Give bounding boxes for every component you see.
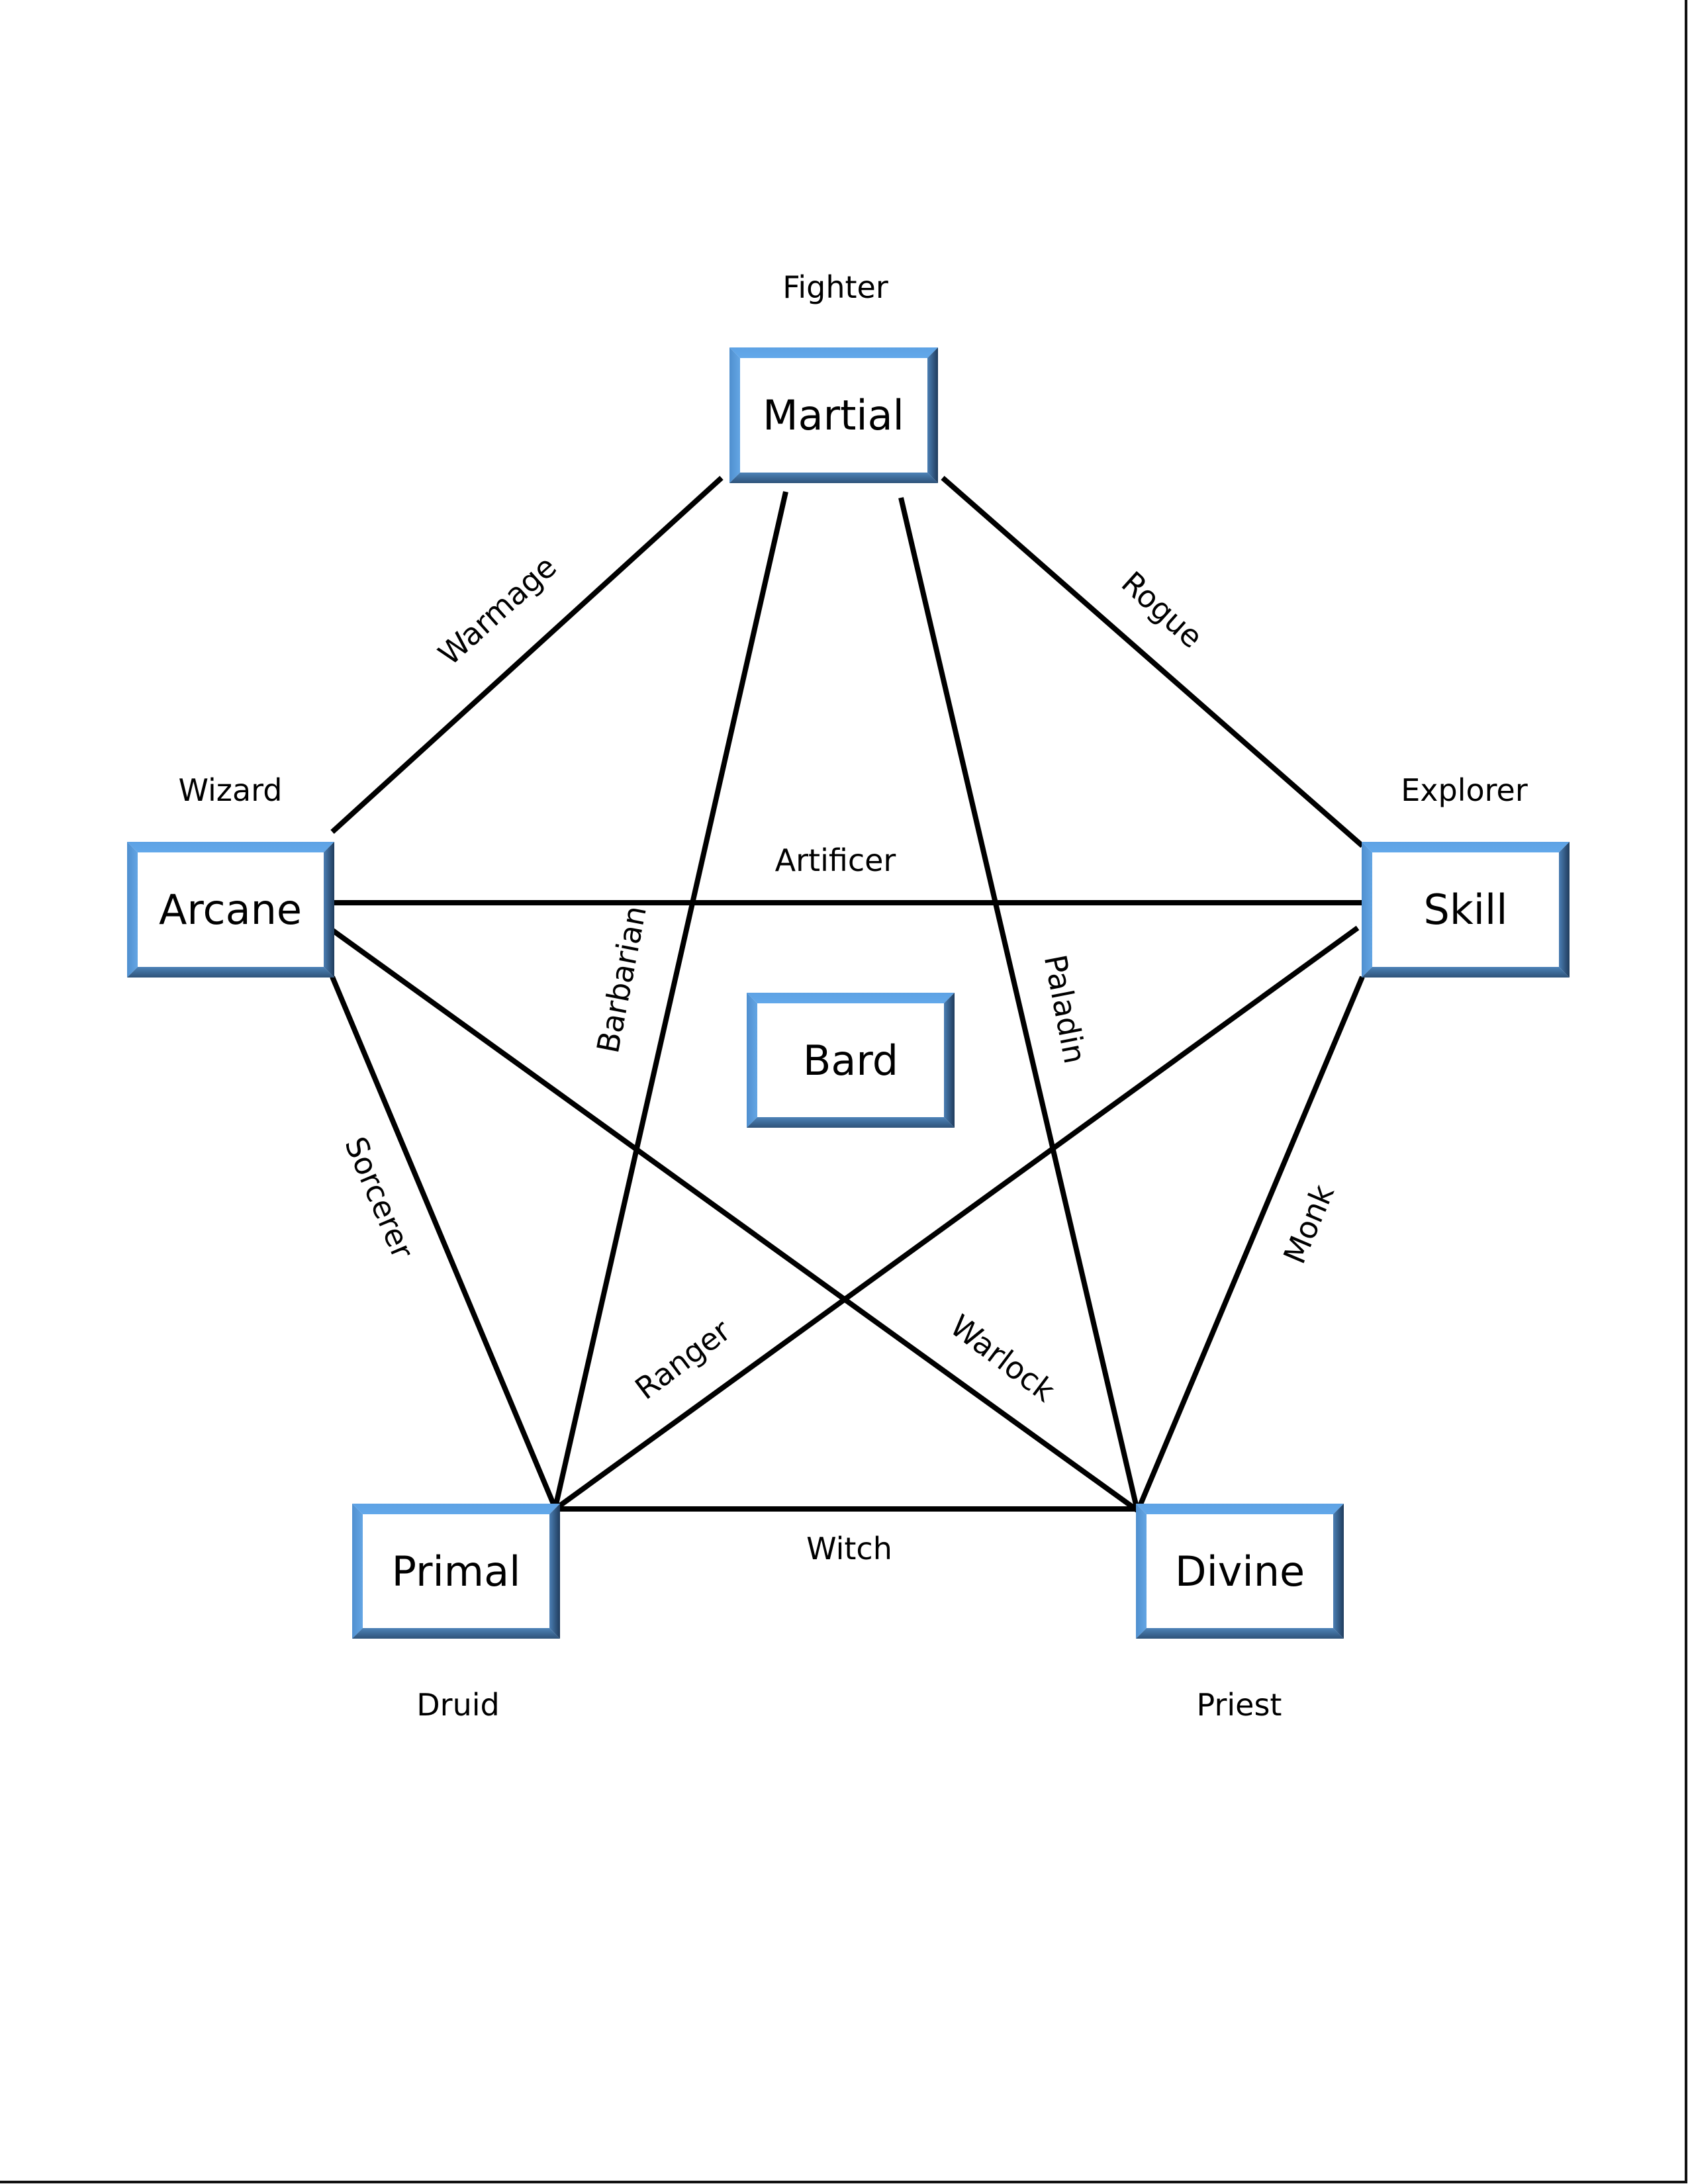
node-arcane-label: Arcane (159, 886, 302, 934)
edge-label-ranger: Ranger (628, 1312, 737, 1406)
archetype-druid: Druid (416, 1687, 499, 1723)
edge-martial-skill (941, 475, 1364, 848)
edge-martial-primal (552, 491, 788, 1511)
node-bard: Bard (747, 993, 955, 1128)
edge-skill-primal (551, 925, 1360, 1513)
node-divine-label: Divine (1175, 1547, 1305, 1596)
edge-label-warmage: Warmage (432, 549, 563, 672)
archetype-priest: Priest (1197, 1687, 1282, 1723)
archetype-fighter: Fighter (782, 269, 888, 305)
node-divine: Divine (1136, 1504, 1344, 1639)
node-skill-label: Skill (1424, 886, 1508, 934)
edge-martial-arcane (330, 476, 724, 834)
node-bard-label: Bard (803, 1036, 898, 1085)
edge-label-paladin: Paladin (1037, 952, 1094, 1066)
edge-arcane-divine (329, 927, 1139, 1513)
edge-skill-divine (1136, 976, 1365, 1510)
node-arcane: Arcane (127, 842, 334, 978)
edge-label-warlock: Warlock (943, 1308, 1062, 1409)
edge-label-artificer: Artificer (775, 842, 896, 878)
edge-martial-divine (898, 497, 1140, 1511)
edge-label-witch: Witch (806, 1531, 892, 1567)
node-martial-label: Martial (763, 391, 904, 439)
node-primal: Primal (352, 1504, 560, 1639)
archetype-wizard: Wizard (179, 772, 283, 808)
node-martial: Martial (729, 347, 938, 483)
edge-label-barbarian: Barbarian (590, 903, 653, 1056)
edge-arcane-primal (330, 976, 559, 1512)
node-primal-label: Primal (392, 1547, 521, 1596)
edge-label-monk: Monk (1276, 1179, 1341, 1269)
archetype-explorer: Explorer (1401, 772, 1528, 808)
edges (329, 475, 1365, 1513)
node-skill: Skill (1362, 842, 1570, 978)
